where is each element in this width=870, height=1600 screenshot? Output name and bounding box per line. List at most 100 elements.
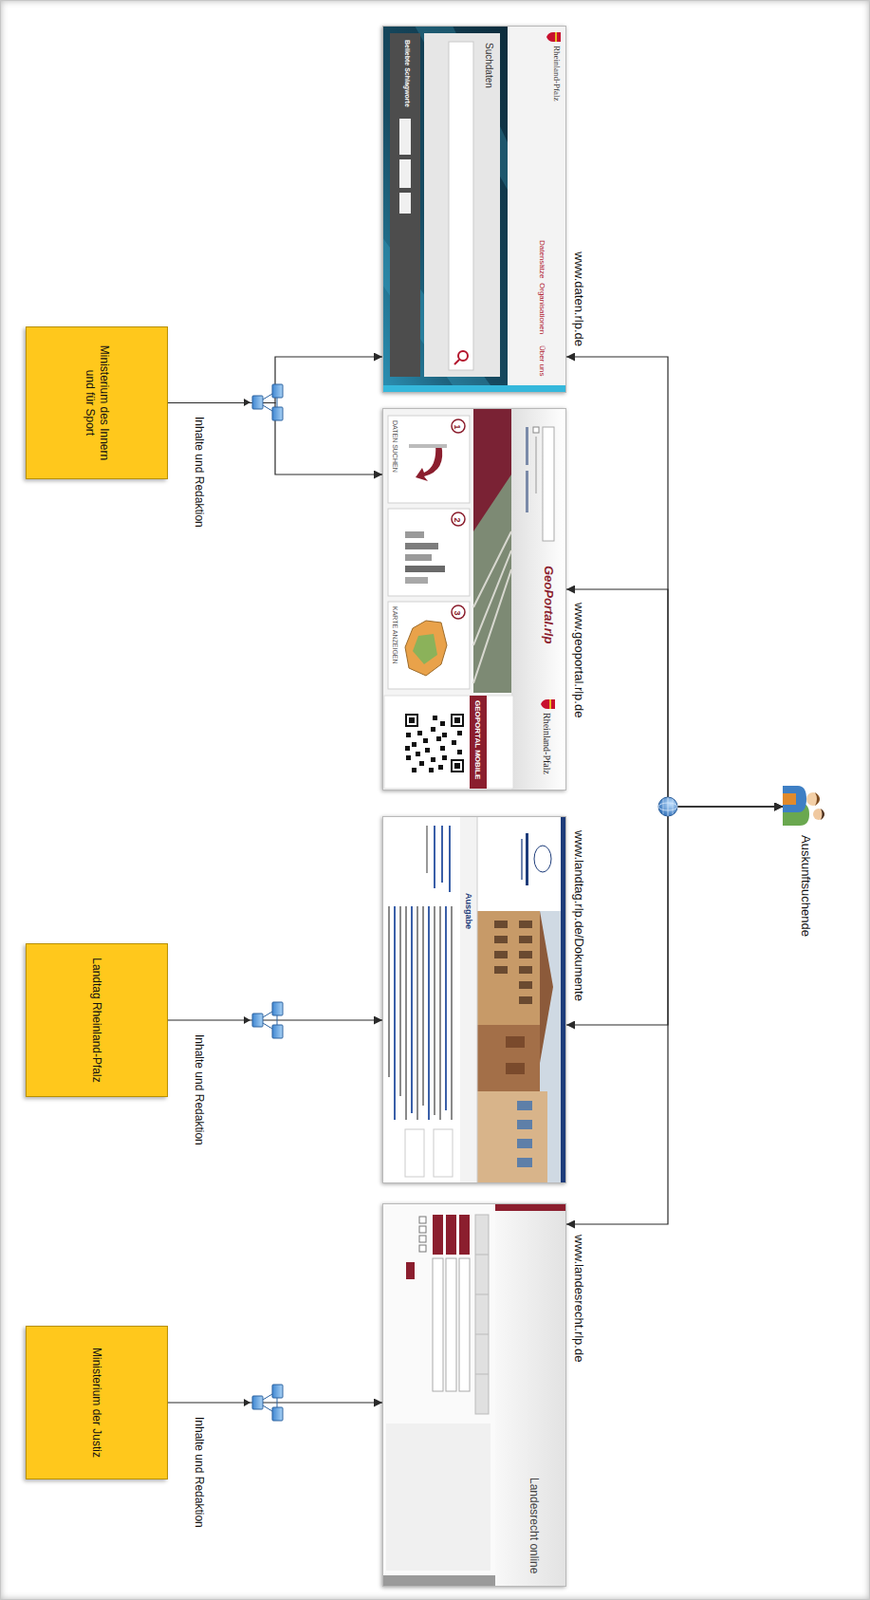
people-icon-part <box>782 793 796 805</box>
people-icon-part <box>814 792 820 806</box>
qr-code-part <box>430 757 436 762</box>
landtag-documents-screenshot-part <box>441 825 444 883</box>
landtag-documents-screenshot-part <box>505 1036 525 1048</box>
landtag-documents-screenshot-part <box>460 815 478 1184</box>
qr-code-part <box>436 736 442 741</box>
landtag-documents-screenshot-part <box>425 825 428 873</box>
landtag-documents-screenshot-part-part <box>405 906 408 1120</box>
landtag-documents-screenshot-part <box>518 950 533 959</box>
landtag-documents-screenshot <box>382 815 567 1184</box>
geoportal-screenshot-part <box>388 415 470 503</box>
daten-portal-screenshot-part <box>382 25 508 386</box>
geoportal-screenshot-part <box>405 576 428 584</box>
daten-portal-screenshot-part <box>389 33 421 377</box>
landtag-documents-screenshot-part <box>477 815 479 1184</box>
network-icon-part <box>272 1384 283 1398</box>
qr-code-part <box>438 764 444 770</box>
qr-code-part <box>440 721 445 726</box>
qr-code-part <box>406 732 411 738</box>
geoportal-screenshot-part <box>525 426 529 465</box>
network-icon-part <box>252 395 263 409</box>
network-icon <box>243 384 283 421</box>
connector <box>167 1401 383 1403</box>
connectors <box>167 356 783 1403</box>
geoportal-screenshot-part <box>412 633 438 665</box>
geoportal-screenshot-part <box>388 601 470 689</box>
daten-portal-screenshot-part <box>458 351 468 361</box>
landesrecht-screenshot-part <box>459 1214 470 1255</box>
geoportal-screenshot-part <box>511 407 567 791</box>
organisation-box: Landtag Rheinland-Pfalz <box>25 943 168 1097</box>
daten-portal-screenshot <box>382 25 567 393</box>
network-icon-part <box>272 1024 283 1038</box>
connector <box>566 589 783 807</box>
landtag-documents-screenshot-part <box>518 935 533 944</box>
qr-code-part <box>450 758 464 773</box>
landtag-documents-screenshot-part-part <box>422 906 425 1106</box>
qr-code-part <box>452 715 463 725</box>
landtag-documents-screenshot-part <box>525 832 529 886</box>
qr-code <box>405 713 464 773</box>
landesrecht-screenshot-part <box>495 1203 567 1211</box>
geoportal-screenshot-part <box>549 699 552 709</box>
geoportal-screenshot-part <box>405 542 439 550</box>
landesrecht-screenshot-part <box>419 1244 426 1252</box>
geoportal-screenshot-part <box>536 436 537 494</box>
network-icon <box>243 1384 283 1421</box>
landtag-documents-screenshot-part <box>477 910 561 1184</box>
landesrecht-screenshot-part <box>432 1214 444 1255</box>
daten-portal-screenshot-part <box>424 33 500 377</box>
geoportal-screenshot-part <box>473 407 512 693</box>
website-screenshot: www.geoportal.rlp.deGeoPortal.rlpRheinla… <box>382 407 567 791</box>
geoportal-screenshot-part <box>388 508 470 596</box>
internet-globe-part <box>667 796 669 816</box>
landtag-documents-screenshot-part <box>517 1138 533 1148</box>
daten-portal-screenshot-part <box>399 192 411 214</box>
daten-portal-screenshot-part <box>454 359 460 365</box>
qr-code-part <box>442 732 447 738</box>
network-icon-part <box>272 407 283 421</box>
qr-code-part <box>440 745 445 751</box>
landesrecht-screenshot-part <box>445 1214 457 1255</box>
landtag-documents-screenshot-part <box>517 1157 533 1167</box>
url-label: www.geoportal.rlp.de <box>571 602 587 718</box>
organisation-box: Ministerium der Justiz <box>25 1325 168 1480</box>
landtag-documents-screenshot-part-part <box>450 906 453 1120</box>
qr-code-part <box>405 745 410 751</box>
screenshot-text: GeoPortal.rlp <box>540 565 556 644</box>
edge-label: Inhalte und Redaktion <box>192 1032 206 1148</box>
landtag-documents-screenshot-part <box>433 1129 453 1177</box>
landtag-documents-screenshot-part <box>534 845 552 872</box>
landtag-documents-screenshot-part-part <box>427 906 430 1120</box>
screenshot-text: KARTE ANZEIGEN <box>389 606 399 665</box>
geoportal-screenshot-part <box>405 620 447 676</box>
screenshot-text: Suchdaten <box>482 42 496 89</box>
screenshot-text: GEOPORTAL MOBILE <box>472 700 482 779</box>
landtag-documents-screenshot-part <box>518 996 533 1004</box>
landtag-documents-screenshot-part <box>517 1119 533 1130</box>
geoportal-screenshot-part <box>451 512 465 526</box>
daten-portal-screenshot-part <box>555 32 557 42</box>
qr-code-part <box>415 751 421 757</box>
landtag-documents-screenshot-part <box>518 920 533 928</box>
landtag-documents-screenshot-part-part <box>393 906 396 1120</box>
node-label: Auskunftsuchende <box>797 834 814 937</box>
internet-globe <box>658 796 678 816</box>
qr-code-part <box>454 762 461 769</box>
connector <box>167 356 383 404</box>
people-icon <box>782 785 825 826</box>
geoportal-screenshot-part <box>405 531 425 538</box>
internet-globe-part <box>663 798 673 815</box>
qr-code-part <box>419 760 425 766</box>
geoportal-screenshot-part <box>473 531 512 684</box>
geoportal-screenshot-part <box>384 695 514 789</box>
network-icon-part <box>243 1398 251 1407</box>
qr-code-part <box>408 717 415 723</box>
daten-portal-screenshot-part <box>382 385 567 393</box>
landesrecht-screenshot-part <box>475 1254 489 1374</box>
screenshot-text: Rheinland-Pfalz <box>540 712 554 775</box>
qr-code-part <box>457 730 463 736</box>
daten-portal-screenshot-part <box>507 25 567 393</box>
